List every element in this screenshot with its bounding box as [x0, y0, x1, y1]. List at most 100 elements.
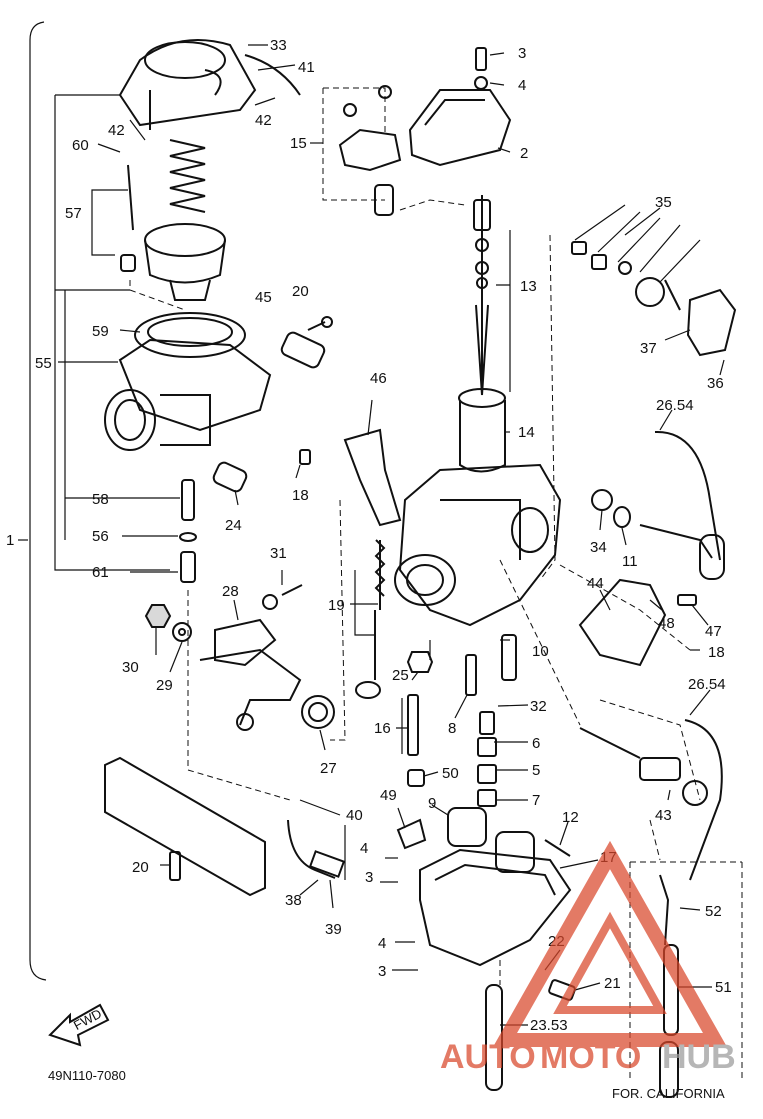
- jet-8: [465, 654, 477, 696]
- callout-39: 39: [325, 921, 342, 938]
- callout-18b: 18: [708, 644, 725, 661]
- bracket-15: [322, 85, 402, 216]
- callout-9: 9: [428, 795, 436, 812]
- jet-58: [181, 479, 195, 521]
- hose-38: [287, 819, 346, 879]
- callout-7: 7: [532, 792, 540, 809]
- callout-20a: 20: [292, 283, 309, 300]
- fwd-label: FWD: [71, 1006, 104, 1033]
- bracket-44: [578, 578, 667, 667]
- main-carb-body: [394, 463, 562, 627]
- plate-45: [280, 331, 326, 369]
- spring: [169, 139, 206, 213]
- callout-47: 47: [705, 623, 722, 640]
- callout-40: 40: [346, 807, 363, 824]
- spring-27: [301, 695, 335, 729]
- callout-36: 36: [707, 375, 724, 392]
- callout-42a: 42: [255, 112, 272, 129]
- callout-21: 21: [604, 975, 621, 992]
- jet-61: [180, 551, 196, 583]
- callout-8: 8: [448, 720, 456, 737]
- callout-15: 15: [290, 135, 307, 152]
- cover-2: [408, 89, 512, 167]
- callout-12: 12: [562, 809, 579, 826]
- callout-3a: 3: [518, 45, 526, 62]
- callout-6: 6: [532, 735, 540, 752]
- washer-29: [172, 622, 192, 642]
- float-bowl-17: [419, 848, 572, 967]
- callout-30: 30: [122, 659, 139, 676]
- lever-46: [343, 428, 402, 527]
- plate-49: [396, 818, 427, 850]
- callout-41: 41: [298, 59, 315, 76]
- callout-37: 37: [640, 340, 657, 357]
- callout-29: 29: [156, 677, 173, 694]
- bolt-3-top: [475, 47, 487, 71]
- callout-27: 27: [320, 760, 337, 777]
- callout-35: 35: [655, 194, 672, 211]
- hose-26-54-top: [654, 430, 721, 561]
- watermark-logo: AUTO MOTO HUB: [440, 840, 736, 1076]
- choke-cover-37: [635, 277, 737, 357]
- carb-body-left: [104, 338, 272, 451]
- bolts-31: [262, 584, 303, 610]
- parts-35: [571, 241, 632, 275]
- callout-31: 31: [270, 545, 287, 562]
- callout-38: 38: [285, 892, 302, 909]
- jet-10: [501, 634, 517, 681]
- callout-10: 10: [532, 643, 549, 660]
- watermark-triangle: [492, 840, 728, 1047]
- float-9: [447, 807, 535, 873]
- callout-16: 16: [374, 720, 391, 737]
- callout-4c: 4: [378, 935, 386, 952]
- pin-24: [212, 461, 248, 493]
- callout-labels: 33 41 42 60 42 57 59 55 58 56 61 3 4 15 …: [6, 37, 732, 1034]
- callout-24: 24: [225, 517, 242, 534]
- top-cap: [118, 39, 257, 130]
- callout-2: 2: [520, 145, 528, 162]
- callout-4b: 4: [360, 840, 368, 857]
- callout-20b: 20: [132, 859, 149, 876]
- bracket-35: [574, 204, 701, 283]
- callout-51: 51: [715, 979, 732, 996]
- breather-hose: [244, 54, 301, 96]
- callout-59: 59: [92, 323, 109, 340]
- callout-58: 58: [92, 491, 109, 508]
- callout-13: 13: [520, 278, 537, 295]
- callout-61: 61: [92, 564, 109, 581]
- stack-6-7: [477, 711, 497, 807]
- shaft-43: [579, 727, 708, 806]
- diaphragm-ring: [134, 312, 246, 358]
- nut-30: [144, 604, 172, 628]
- callout-42b: 42: [108, 122, 125, 139]
- callout-3c: 3: [378, 963, 386, 980]
- callout-4a: 4: [518, 77, 526, 94]
- callout-19: 19: [328, 597, 345, 614]
- screw-18: [299, 449, 311, 465]
- callout-49: 49: [380, 787, 397, 804]
- callout-43: 43: [655, 807, 672, 824]
- callout-3b: 3: [365, 869, 373, 886]
- callout-25: 25: [392, 667, 409, 684]
- nut-50: [407, 769, 425, 787]
- callout-11: 11: [622, 553, 638, 570]
- callout-33: 33: [270, 37, 287, 54]
- california-note: FOR. CALIFORNIA: [612, 1086, 725, 1101]
- callout-23-53: 23.53: [530, 1017, 568, 1034]
- callout-26-54b: 26.54: [688, 676, 726, 693]
- callout-60: 60: [72, 137, 89, 154]
- part-code: 49N110-7080: [48, 1068, 126, 1083]
- callout-34: 34: [590, 539, 607, 556]
- fwd-arrow: FWD: [48, 1003, 110, 1047]
- spring-19: [355, 539, 386, 699]
- shaft-11: [591, 489, 725, 580]
- jet-needle: [120, 164, 136, 272]
- callout-26-54a: 26.54: [656, 397, 694, 414]
- leader-lines: [18, 44, 725, 1026]
- callout-56: 56: [92, 528, 109, 545]
- nut-25: [406, 651, 434, 673]
- callout-28: 28: [222, 583, 239, 600]
- callout-46: 46: [370, 370, 387, 387]
- callout-44: 44: [587, 575, 604, 592]
